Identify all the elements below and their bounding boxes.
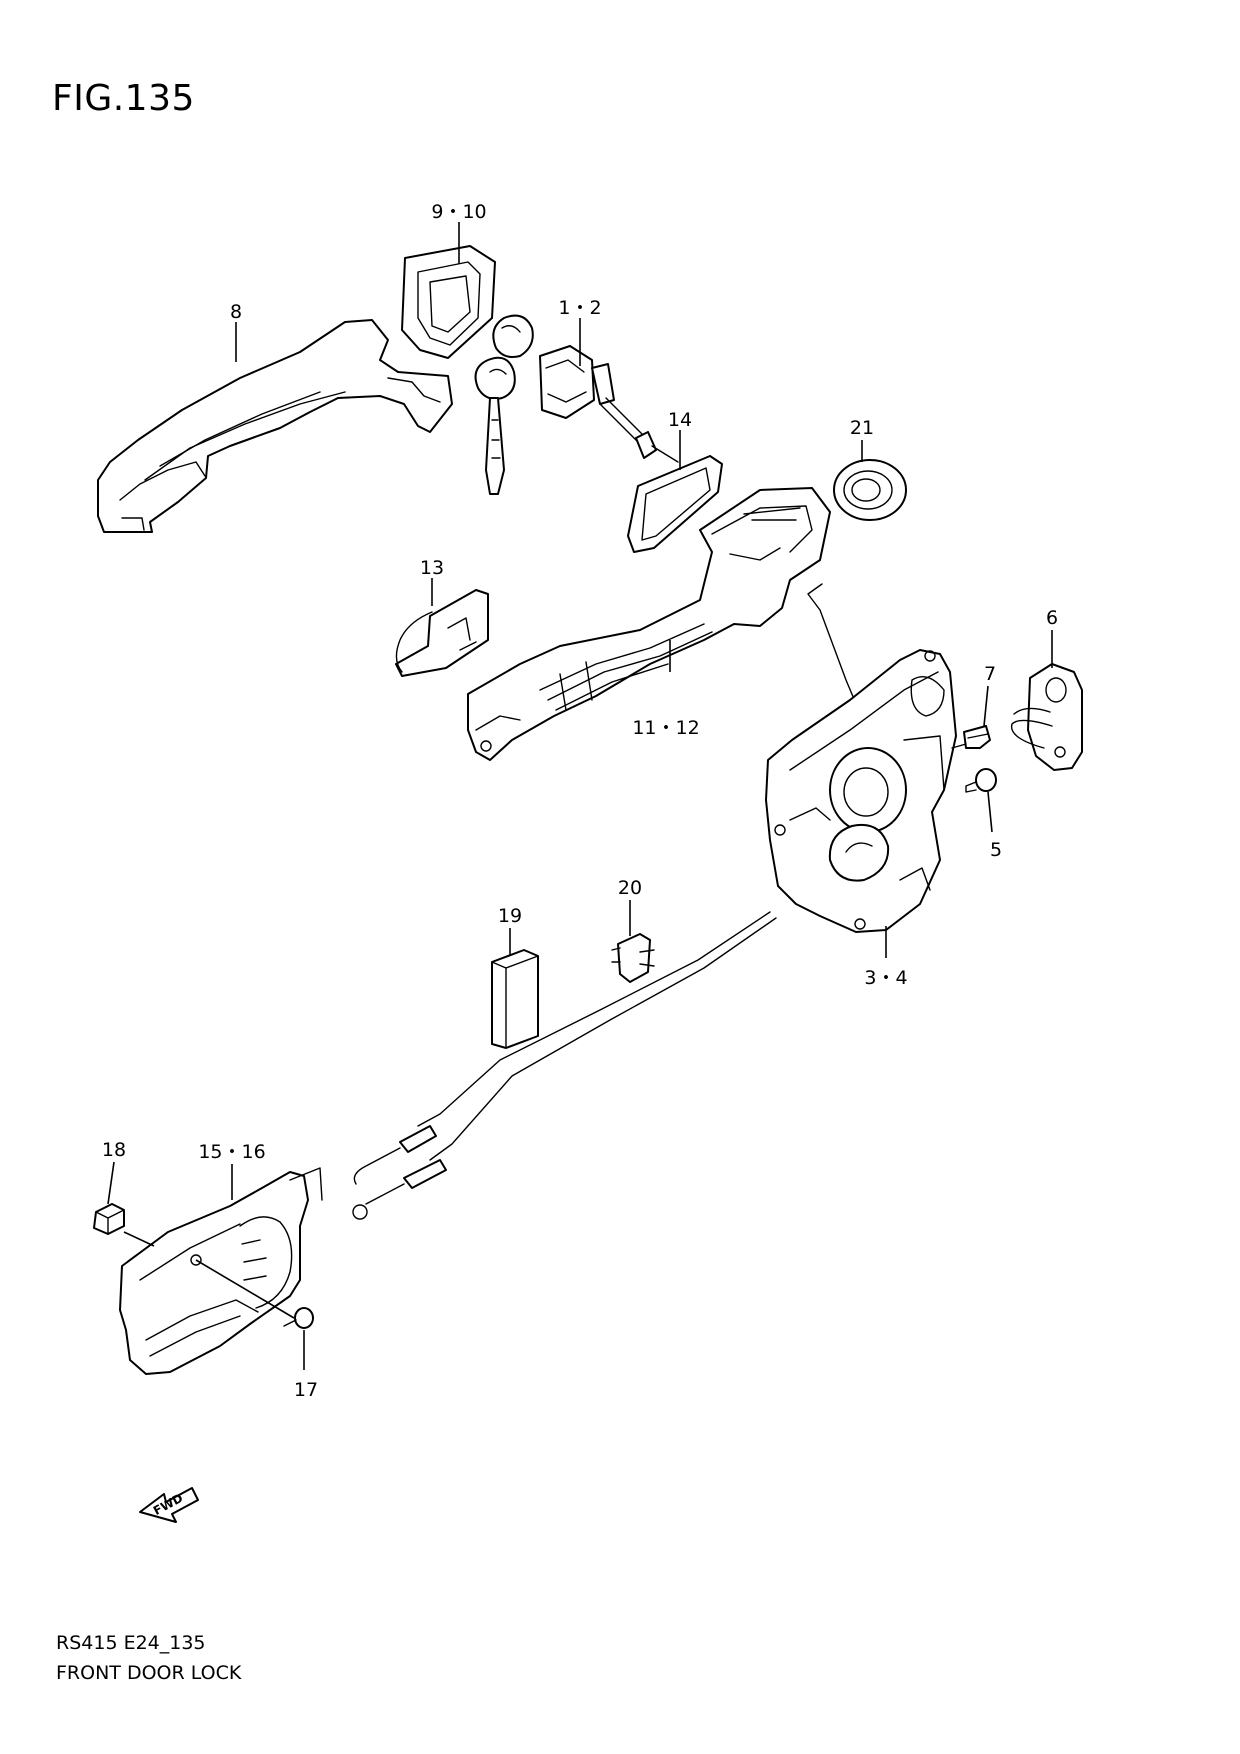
- part-grommet[interactable]: [833, 459, 907, 521]
- part-cap[interactable]: [93, 1203, 125, 1235]
- callout-14: 14: [668, 409, 692, 431]
- part-handle-gasket[interactable]: [627, 455, 723, 553]
- callout-13: 13: [420, 557, 444, 579]
- part-screw-17[interactable]: [283, 1307, 314, 1329]
- part-outside-handle[interactable]: [97, 319, 453, 533]
- callout-6: 6: [1046, 607, 1058, 629]
- figure-code: RS415 E24_135: [56, 1632, 206, 1654]
- fwd-arrow-icon: FWD: [139, 1487, 199, 1523]
- callout-1-2: 1・2: [558, 297, 601, 319]
- part-bolt-5[interactable]: [965, 768, 997, 793]
- callout-15-16: 15・16: [198, 1141, 265, 1163]
- part-pad[interactable]: [491, 949, 539, 1049]
- part-handle-frame[interactable]: [467, 487, 831, 761]
- callout-5: 5: [990, 839, 1002, 861]
- callout-9-10: 9・10: [431, 201, 486, 223]
- callout-19: 19: [498, 905, 522, 927]
- lock-rod: [807, 583, 863, 719]
- callout-labels: 9・10 8 1・2 14 21 13 11・12 6 7 5 20 19 3・…: [102, 201, 1058, 1401]
- callout-20: 20: [618, 877, 642, 899]
- figure-title: FIG.135: [52, 78, 195, 119]
- callout-8: 8: [230, 301, 242, 323]
- part-striker[interactable]: [1010, 663, 1083, 771]
- leader-lines: [107, 222, 1053, 1370]
- callout-3-4: 3・4: [864, 967, 907, 989]
- part-screw-7[interactable]: [951, 725, 991, 749]
- part-inside-handle[interactable]: [119, 1167, 323, 1375]
- part-cable-clip[interactable]: [611, 933, 655, 983]
- callout-11-12: 11・12: [632, 717, 699, 739]
- part-handle-bezel[interactable]: [401, 245, 496, 359]
- part-rod-clip[interactable]: [395, 589, 489, 677]
- callout-18: 18: [102, 1139, 126, 1161]
- callout-7: 7: [984, 663, 996, 685]
- figure-name: FRONT DOOR LOCK: [56, 1662, 242, 1684]
- callout-17: 17: [294, 1379, 318, 1401]
- part-key-and-cylinder[interactable]: [474, 314, 679, 495]
- callout-21: 21: [850, 417, 874, 439]
- part-cables: [352, 911, 777, 1220]
- part-door-lock-assembly[interactable]: [765, 649, 957, 933]
